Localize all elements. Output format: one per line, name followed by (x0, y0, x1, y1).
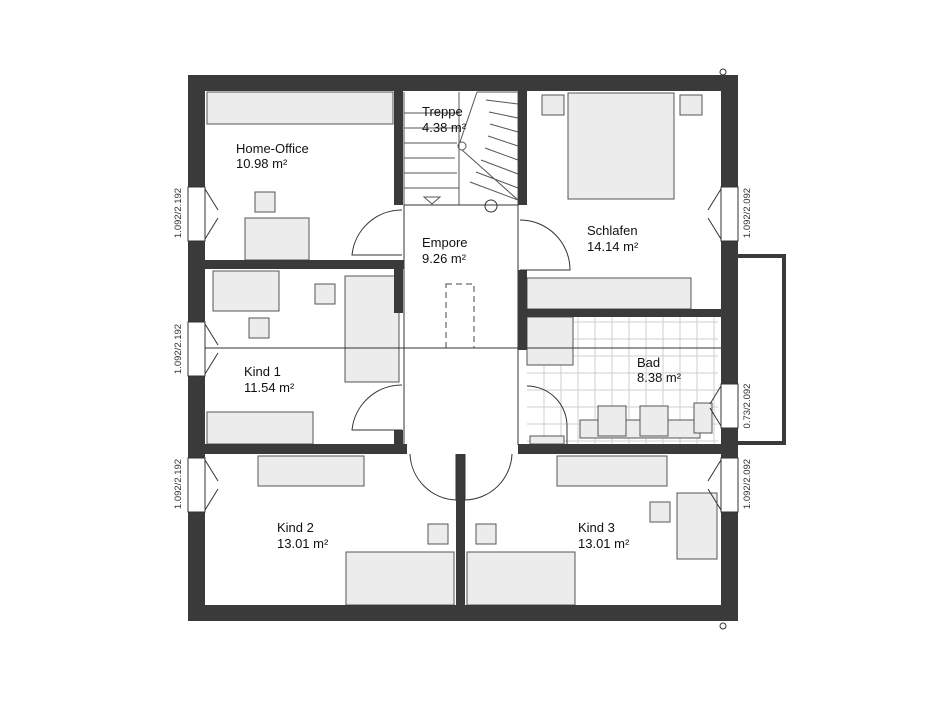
desk (212, 270, 280, 312)
shelf (556, 455, 668, 487)
window-bad (720, 383, 739, 429)
room-empore-area: 9.26 m² (422, 251, 467, 266)
desk (676, 492, 718, 560)
room-kind2-name: Kind 2 (277, 520, 314, 535)
bathtub (526, 316, 574, 366)
room-bad-area: 8.38 m² (637, 370, 682, 385)
chair (248, 317, 270, 339)
window-kind2 (187, 457, 206, 513)
window-dim-kind3: 1.092/2.092 (742, 459, 753, 509)
room-schlafen-area: 14.14 m² (587, 239, 639, 254)
room-kind3-name: Kind 3 (578, 520, 615, 535)
chair (314, 283, 336, 305)
bad-cabinet (529, 435, 565, 445)
window-schlafen (720, 186, 739, 242)
corner-markers (719, 68, 727, 630)
pillow-left (541, 94, 565, 116)
window-dim-schlafen: 1.092/2.092 (742, 188, 753, 238)
shelf (206, 411, 314, 445)
room-kind3-area: 13.01 m² (578, 536, 630, 551)
room-treppe-area: 4.38 m² (422, 120, 467, 135)
chair (427, 523, 449, 545)
window-dim-kind2: 1.092/2.192 (173, 459, 184, 509)
washbasin (639, 405, 669, 437)
window-home-office (187, 186, 206, 242)
room-home-office-name: Home-Office (236, 141, 309, 156)
chair (475, 523, 497, 545)
room-schlafen-name: Schlafen (587, 223, 638, 238)
window-kind1 (187, 321, 206, 377)
washbasin (597, 405, 627, 437)
window-dim-kind1: 1.092/2.192 (173, 324, 184, 374)
room-empore-name: Empore (422, 235, 468, 250)
room-kind1-area: 11.54 m² (244, 380, 295, 395)
room-home-office-area: 10.98 m² (236, 156, 288, 171)
windows (187, 186, 739, 513)
desk (244, 217, 310, 261)
atrium-opening (445, 283, 475, 349)
pillow-right (679, 94, 703, 116)
chair (254, 191, 276, 213)
room-kind1-name: Kind 1 (244, 364, 281, 379)
window-kind3 (720, 457, 739, 513)
window-dim-home-office: 1.092/2.192 (173, 188, 184, 238)
room-treppe-name: Treppe (422, 104, 463, 119)
shelf (257, 455, 365, 487)
bed (344, 275, 400, 383)
room-kind2-area: 13.01 m² (277, 536, 329, 551)
room-labels: Home-Office 10.98 m² Treppe 4.38 m² Schl… (236, 104, 682, 551)
bed (466, 551, 576, 606)
wardrobe (526, 277, 692, 310)
room-bad-name: Bad (637, 355, 660, 370)
shelf (206, 91, 394, 125)
staircase (403, 91, 519, 213)
toilet (693, 402, 713, 434)
doors (351, 209, 571, 501)
bed (345, 551, 455, 606)
chair (649, 501, 671, 523)
bed (567, 92, 675, 200)
furniture (206, 91, 718, 606)
window-dim-bad: 0.73/2.092 (742, 384, 753, 429)
window-dimension-labels: 1.092/2.192 1.092/2.192 1.092/2.192 1.09… (173, 188, 753, 509)
